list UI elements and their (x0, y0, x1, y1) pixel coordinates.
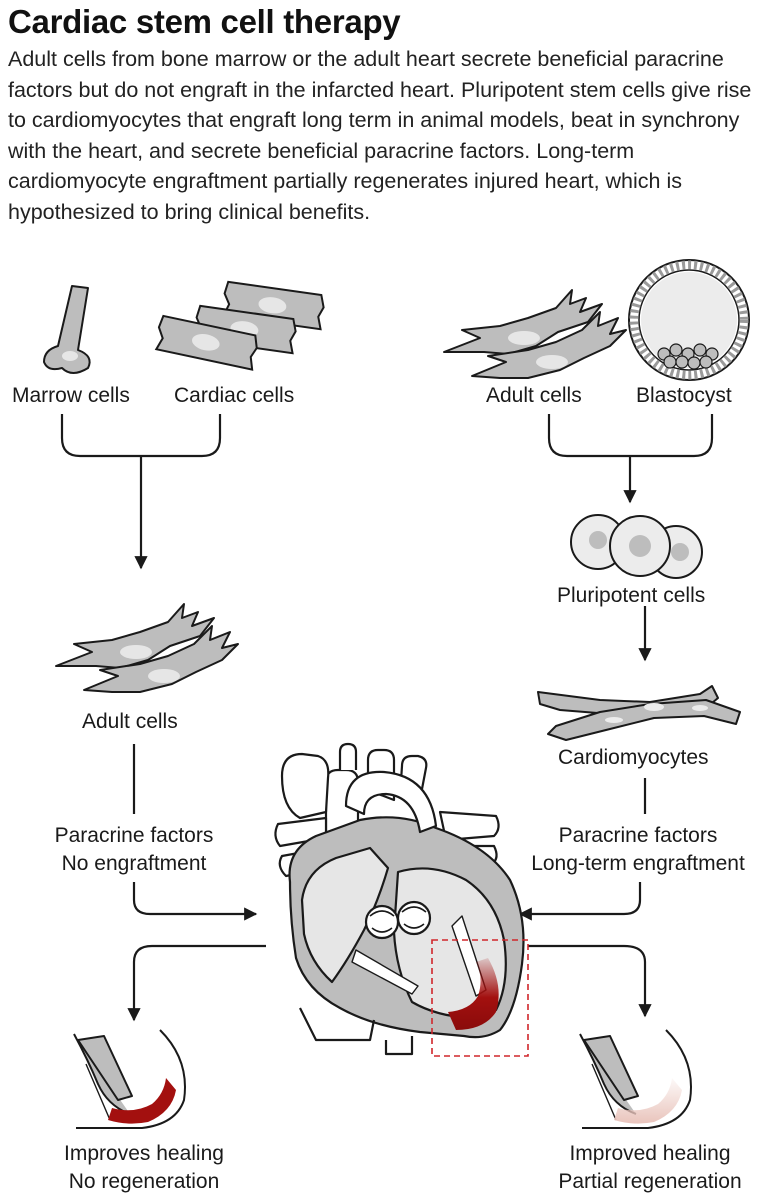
marrow-cells-label: Marrow cells (12, 384, 130, 407)
right-outcome-line-1: Improved healing (569, 1142, 731, 1165)
cardiac-cells-icon (154, 280, 325, 371)
bone-icon (43, 285, 91, 374)
right-to-heart-arrow (518, 882, 642, 921)
right-effect-line-1: Paracrine factors (558, 824, 718, 847)
left-bracket (60, 414, 222, 570)
adult-cells-icon-left (55, 603, 239, 693)
left-adult-cells-label: Adult cells (82, 710, 178, 733)
left-outcome-line-2: No regeneration (68, 1170, 220, 1193)
right-outcome-arrow (528, 944, 652, 1018)
figure-title: Cardiac stem cell therapy (8, 3, 401, 40)
right-bracket (547, 414, 714, 504)
blastocyst-icon (628, 259, 750, 381)
infarct-region (448, 958, 499, 1030)
right-effect-line-2: Long-term engraftment (531, 852, 745, 875)
left-to-heart-arrow (132, 882, 258, 921)
blastocyst-label: Blastocyst (636, 384, 732, 407)
infarct-highlight-box (431, 939, 529, 1057)
right-outcome-line-2: Partial regeneration (558, 1170, 742, 1193)
cardiac-cells-label: Cardiac cells (174, 384, 295, 407)
right-adult-cells-label: Adult cells (486, 384, 582, 407)
intro-paragraph: Adult cells from bone marrow or the adul… (8, 47, 752, 224)
cardiomyocytes-label: Cardiomyocytes (558, 746, 709, 769)
pluripotent-cells-label: Pluripotent cells (557, 584, 706, 607)
left-effect-line-2: No engraftment (61, 852, 207, 875)
left-outcome-arrow (127, 944, 266, 1022)
left-outcome-line-1: Improves healing (64, 1142, 224, 1165)
pluripotent-cells-icon (570, 514, 703, 579)
adult-cells-icon-right (443, 289, 627, 379)
cardiomyocytes-icon (537, 685, 741, 741)
left-outcome-inset (73, 1029, 194, 1129)
right-outcome-inset (579, 1029, 701, 1129)
heart-illustration (274, 742, 525, 1056)
left-effect-line-1: Paracrine factors (54, 824, 214, 847)
